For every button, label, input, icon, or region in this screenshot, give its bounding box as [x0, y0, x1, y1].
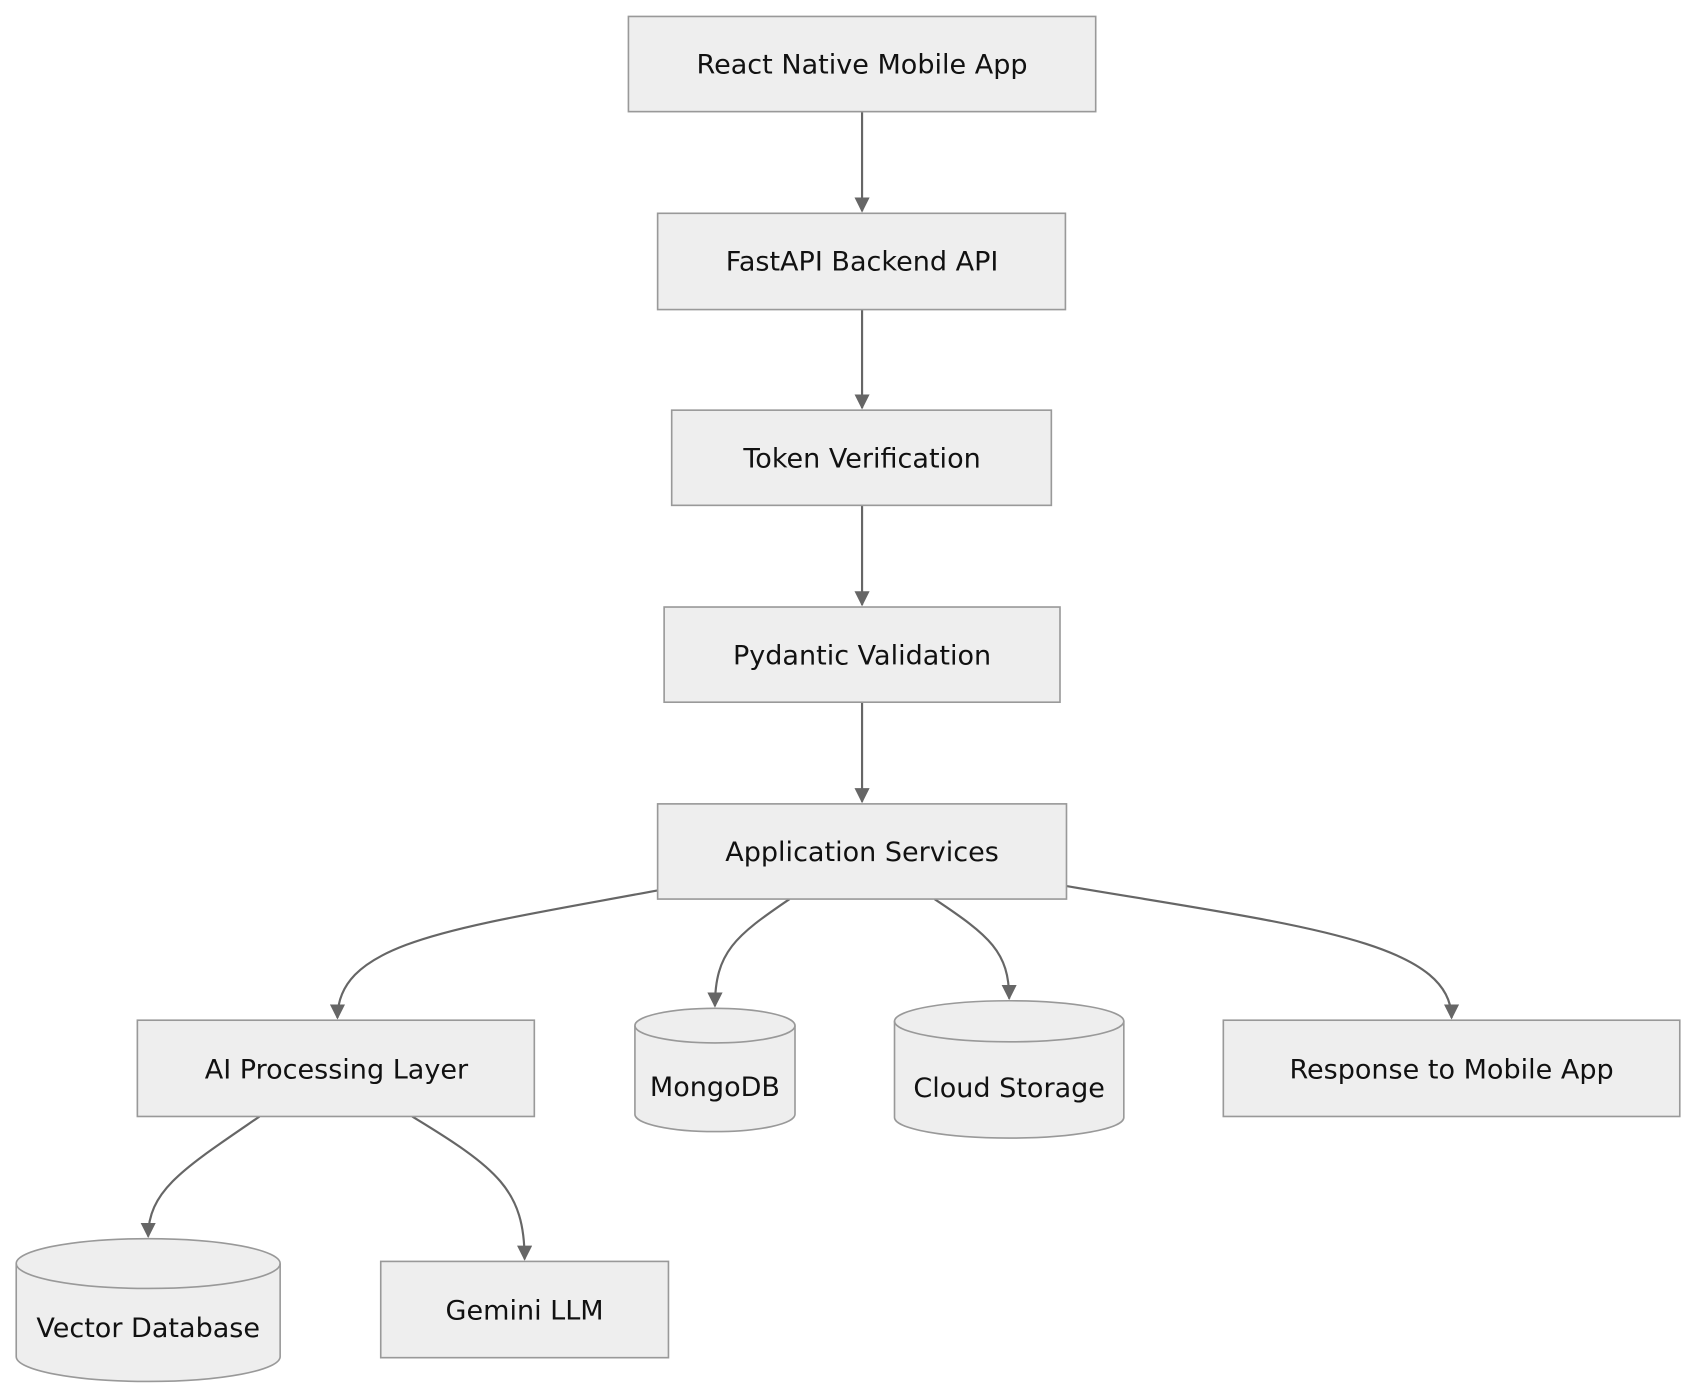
- node-label: Gemini LLM: [446, 1296, 604, 1327]
- node-token-verification: Token Verification: [670, 409, 1053, 507]
- edge-ai-to-gemini: [411, 1115, 533, 1261]
- node-label: Vector Database: [36, 1313, 260, 1344]
- edge-services-to-mongodb: [707, 898, 791, 1008]
- edge-services-to-response: [1066, 885, 1460, 1020]
- node-gemini-llm: Gemini LLM: [379, 1260, 670, 1359]
- node-pydantic-validation: Pydantic Validation: [663, 606, 1061, 704]
- edges: [140, 111, 1460, 1261]
- node-application-services: Application Services: [656, 803, 1068, 900]
- node-vector-database: Vector Database: [15, 1237, 281, 1383]
- node-mongodb: MongoDB: [634, 1007, 796, 1133]
- node-label: Pydantic Validation: [733, 640, 991, 671]
- node-label: Response to Mobile App: [1289, 1055, 1613, 1086]
- node-label: AI Processing Layer: [205, 1055, 469, 1086]
- node-ai-processing-layer: AI Processing Layer: [136, 1019, 536, 1118]
- node-label: React Native Mobile App: [697, 50, 1028, 81]
- node-mobile-app: React Native Mobile App: [627, 15, 1097, 113]
- edge-services-to-cloud: [933, 898, 1017, 1001]
- node-label: Cloud Storage: [913, 1073, 1105, 1104]
- node-response-to-mobile-app: Response to Mobile App: [1222, 1019, 1681, 1118]
- edge-services-to-ai: [329, 889, 658, 1020]
- node-label: Token Verification: [742, 443, 980, 474]
- node-cloud-storage: Cloud Storage: [893, 999, 1125, 1139]
- node-label: Application Services: [725, 837, 999, 868]
- node-label: MongoDB: [650, 1072, 780, 1103]
- edge-ai-to-vector: [140, 1115, 261, 1239]
- node-label: FastAPI Backend API: [726, 247, 999, 278]
- node-fastapi: FastAPI Backend API: [656, 212, 1067, 311]
